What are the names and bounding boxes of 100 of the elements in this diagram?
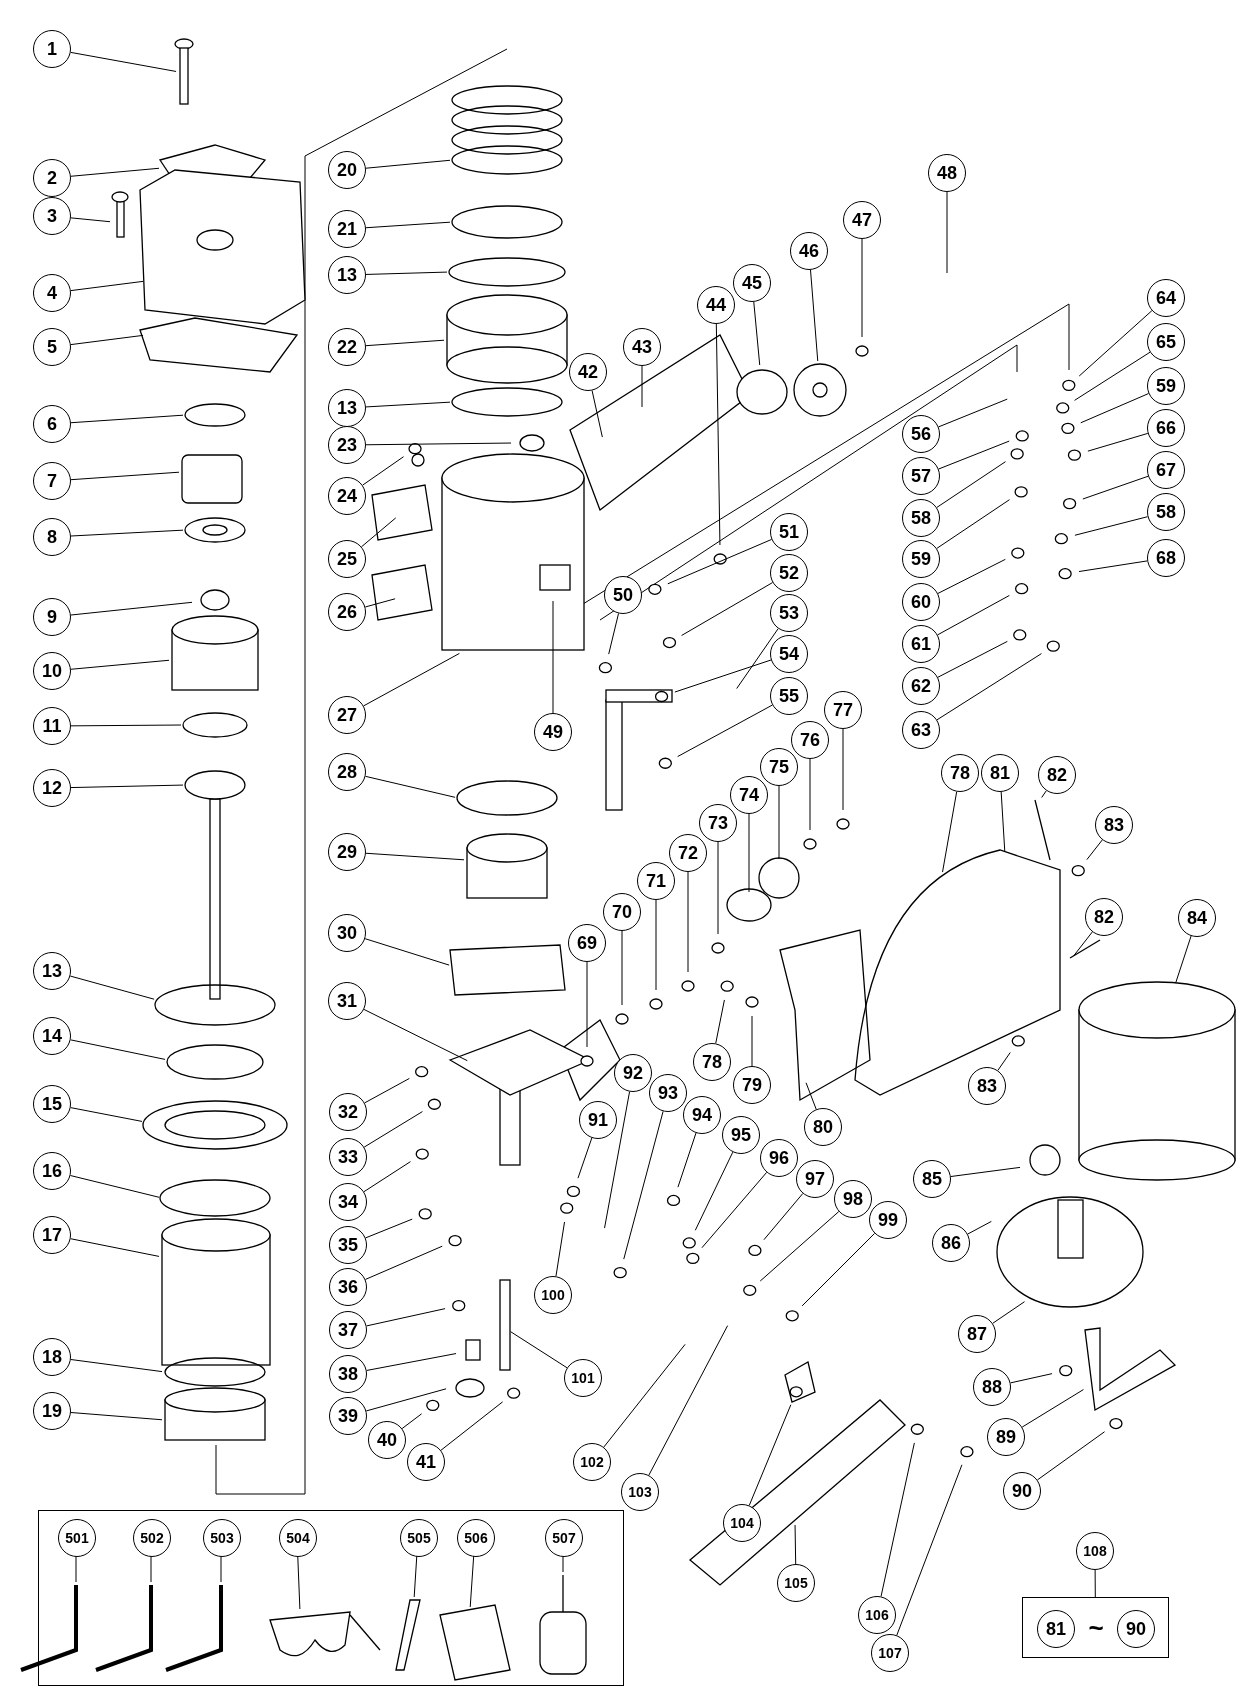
- leader-line: [794, 1524, 797, 1565]
- leader-line: [69, 1175, 160, 1198]
- callout-number: 29: [328, 833, 366, 871]
- callout-number: 72: [669, 834, 707, 872]
- leader-line: [801, 1232, 876, 1307]
- callout-number: 59: [1147, 367, 1185, 405]
- leader-line: [365, 775, 456, 798]
- callout-number: 8: [33, 518, 71, 556]
- callout-number: 88: [973, 1368, 1011, 1406]
- leader-line: [677, 1132, 697, 1188]
- leader-line: [1074, 351, 1151, 401]
- callout-number: 89: [987, 1418, 1025, 1456]
- leader-line: [577, 1137, 593, 1179]
- callout-number: 6: [33, 405, 71, 443]
- leader-line: [694, 1151, 734, 1231]
- leader-line: [936, 653, 1042, 721]
- leader-line: [997, 1051, 1011, 1071]
- leader-line: [220, 1555, 222, 1583]
- leader-line: [363, 1111, 423, 1148]
- leader-line: [1036, 1431, 1106, 1481]
- leader-line: [364, 1077, 410, 1104]
- leader-line: [70, 724, 182, 727]
- callout-number: 107: [871, 1634, 909, 1672]
- leader-line: [701, 1171, 768, 1249]
- callout-number: 100: [534, 1276, 572, 1314]
- callout-number: 78: [693, 1043, 731, 1081]
- leader-line: [70, 471, 180, 481]
- leader-line: [365, 1388, 447, 1412]
- leader-line: [736, 628, 779, 690]
- leader-line: [70, 1039, 166, 1060]
- leader-line: [365, 401, 451, 408]
- callout-number: 82: [1085, 898, 1123, 936]
- leader-line: [717, 841, 719, 935]
- leader-line: [896, 1464, 963, 1636]
- leader-line: [1041, 790, 1047, 798]
- callout-number: 79: [733, 1066, 771, 1104]
- callout-number: 7: [33, 462, 71, 500]
- leader-line: [70, 414, 184, 424]
- leader-line: [366, 1308, 446, 1327]
- leader-line: [365, 221, 451, 229]
- leader-line: [1010, 1373, 1053, 1384]
- callout-number: 65: [1147, 323, 1185, 361]
- callout-number: 103: [621, 1473, 659, 1511]
- callout-number: 58: [902, 499, 940, 537]
- callout-number: 83: [1095, 806, 1133, 844]
- leader-line: [440, 1401, 504, 1451]
- callout-number: 69: [568, 924, 606, 962]
- leader-line: [950, 1166, 1021, 1177]
- callout-number: 21: [328, 210, 366, 248]
- callout-number: 56: [902, 415, 940, 453]
- callout-number: 66: [1147, 409, 1185, 447]
- callout-number: 2: [33, 159, 71, 197]
- callout-number: 99: [869, 1201, 907, 1239]
- leader-line: [366, 1353, 457, 1371]
- callout-number: 98: [834, 1180, 872, 1218]
- leader-line: [70, 1412, 163, 1421]
- callout-number: 44: [697, 286, 735, 324]
- callout-number: 501: [58, 1519, 96, 1557]
- leader-line: [70, 51, 177, 72]
- range-separator: ~: [1088, 1614, 1104, 1641]
- callout-number: 47: [843, 201, 881, 239]
- callout-number: 9: [33, 598, 71, 636]
- callout-number: 16: [33, 1152, 71, 1190]
- callout-number: 90: [1003, 1472, 1041, 1510]
- leader-line: [778, 785, 780, 860]
- leader-line: [608, 612, 620, 655]
- callout-number: 502: [133, 1519, 171, 1557]
- leader-line: [1000, 791, 1006, 853]
- callout-number: 68: [1147, 539, 1185, 577]
- leader-line: [364, 598, 396, 608]
- leader-line: [809, 758, 811, 831]
- leader-line: [1082, 475, 1149, 500]
- callout-number: 85: [913, 1160, 951, 1198]
- callout-number: 15: [33, 1085, 71, 1123]
- callout-number: 13: [328, 389, 366, 427]
- callout-number: 1: [33, 30, 71, 68]
- leader-line: [365, 442, 512, 446]
- callout-number: 50: [604, 576, 642, 614]
- leader-line: [70, 167, 160, 177]
- callout-number: 504: [279, 1519, 317, 1557]
- callout-number: 19: [33, 1392, 71, 1430]
- callout-number: 96: [760, 1139, 798, 1177]
- leader-line: [810, 269, 819, 362]
- leader-line: [681, 582, 774, 636]
- leader-line: [70, 529, 184, 537]
- callout-number: 28: [328, 753, 366, 791]
- leader-line: [1078, 560, 1148, 573]
- leader-line: [70, 217, 111, 223]
- callout-number: 55: [770, 677, 808, 715]
- callout-number: 27: [328, 696, 366, 734]
- callout-number: 34: [329, 1183, 367, 1221]
- callout-number: 86: [932, 1224, 970, 1262]
- callout-number: 84: [1178, 899, 1216, 937]
- leader-line: [1080, 393, 1150, 424]
- leader-line: [401, 1413, 423, 1430]
- leader-line: [759, 1211, 840, 1282]
- callout-number: 106: [858, 1596, 896, 1634]
- callout-number: 23: [328, 426, 366, 464]
- callout-number: 10: [33, 652, 71, 690]
- leader-line: [362, 456, 405, 486]
